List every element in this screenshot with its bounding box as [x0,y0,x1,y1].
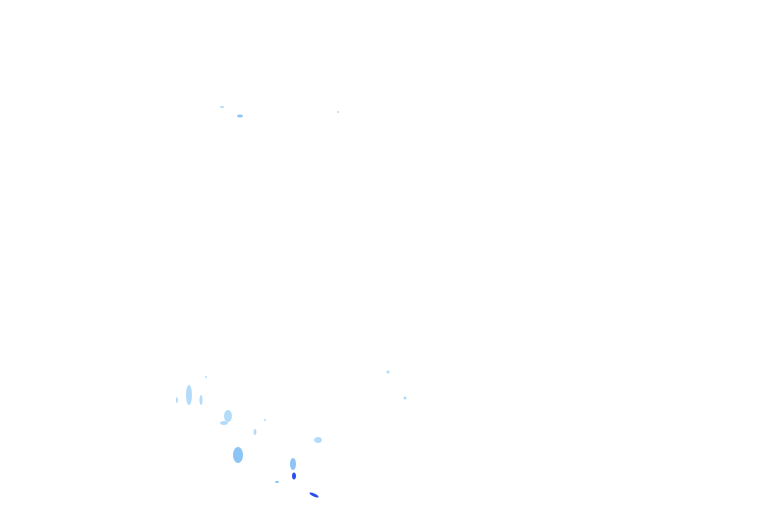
echo-cell [176,397,178,403]
echo-light [176,106,407,443]
echo-cell [237,114,243,118]
echo-cell [403,396,407,400]
echo-cell [220,106,224,108]
echo-cell [199,395,203,405]
echo-heavy [292,472,319,498]
echo-cell [264,419,266,421]
echo-medium [233,114,296,483]
echo-cell [186,385,192,405]
echo-cell [292,472,296,480]
echo-cell [314,437,322,443]
echo-cell [290,458,296,470]
echo-cell [220,421,228,425]
echo-cell [337,111,339,113]
echo-cell [309,492,319,498]
echo-cell [253,429,257,435]
echo-cell [275,481,279,483]
echo-cell [224,410,232,422]
echo-cell [205,376,207,378]
echo-cell [386,370,390,374]
echo-cell [233,447,243,463]
